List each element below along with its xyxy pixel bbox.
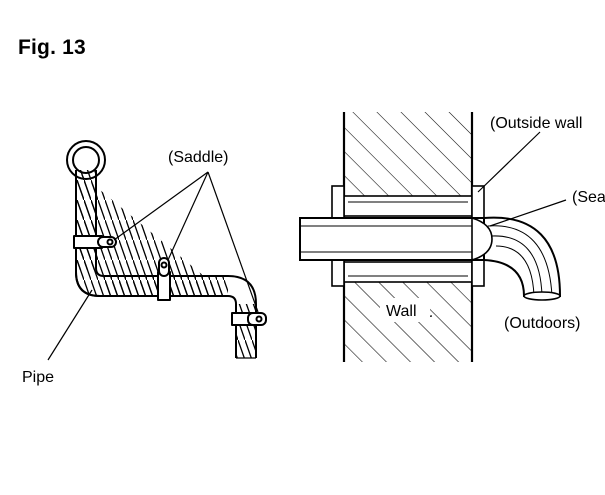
outdoors-label: (Outdoors) bbox=[504, 315, 580, 332]
saddle-label: (Saddle) bbox=[168, 149, 228, 166]
wall-section bbox=[299, 112, 562, 362]
figure-title: Fig. 13 bbox=[18, 36, 86, 59]
saddle-leaders bbox=[113, 171, 259, 313]
pipe-label: Pipe bbox=[22, 369, 54, 386]
wall-label: Wall bbox=[386, 303, 417, 320]
pipe-drawing bbox=[66, 140, 267, 359]
seal-label: (Sea bbox=[572, 189, 605, 206]
outside-wall-label: (Outside wall bbox=[490, 115, 582, 132]
pipe-leader bbox=[47, 289, 93, 361]
